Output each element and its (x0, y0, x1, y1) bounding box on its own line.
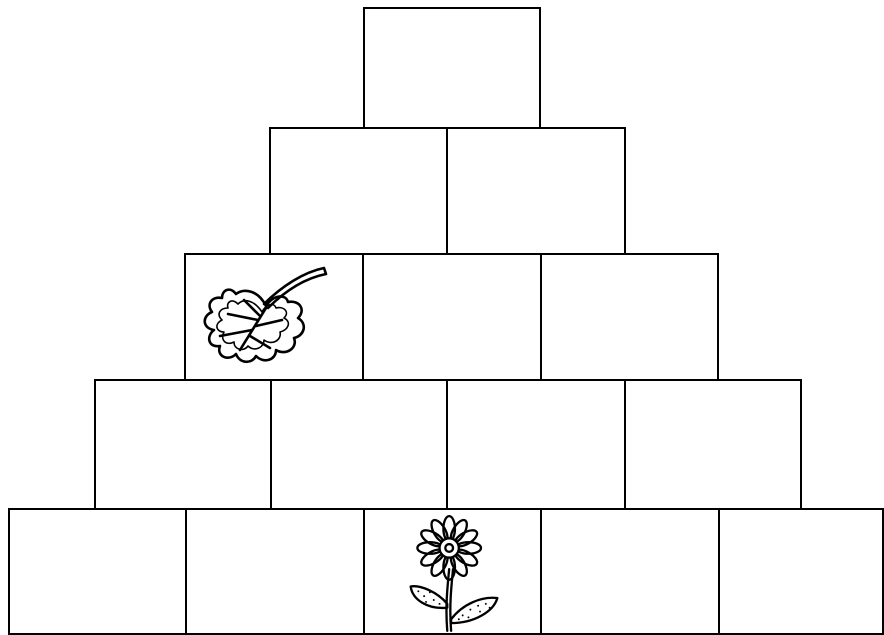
pyramid-cell-r4-c1[interactable] (94, 379, 272, 510)
pyramid-cell-r1-c1[interactable] (363, 7, 541, 129)
leaf-icon (200, 259, 330, 371)
pyramid-cell-r5-c5[interactable] (718, 508, 884, 635)
pyramid-cell-r4-c2[interactable] (270, 379, 448, 510)
flower-icon (401, 514, 507, 632)
pyramid-cell-r5-c3[interactable] (363, 508, 542, 635)
pyramid-cell-r5-c4[interactable] (540, 508, 720, 635)
pyramid-cell-r4-c4[interactable] (624, 379, 802, 510)
pyramid-cell-r4-c3[interactable] (446, 379, 626, 510)
pyramid-cell-r3-c1[interactable] (184, 253, 364, 381)
pyramid-cell-r2-c2[interactable] (446, 127, 626, 255)
pyramid-cell-r3-c2[interactable] (362, 253, 542, 381)
pyramid-cell-r5-c2[interactable] (185, 508, 365, 635)
pyramid-cell-r5-c1[interactable] (8, 508, 187, 635)
pyramid-cell-r2-c1[interactable] (269, 127, 448, 255)
pyramid-cell-r3-c3[interactable] (540, 253, 719, 381)
